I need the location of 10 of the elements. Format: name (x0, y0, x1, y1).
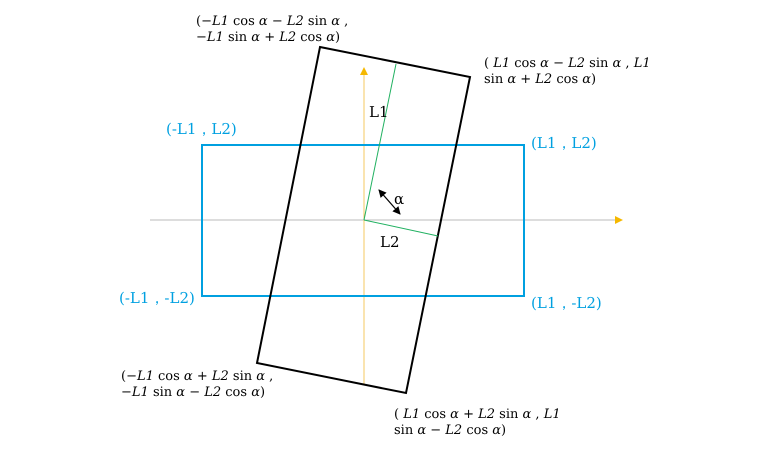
segment-label: L2 (380, 234, 400, 251)
coordinate-formula: ( L1 cos α + L2 sin α , L1 sin α − L2 cos α) (394, 407, 562, 439)
corner-coordinate: (-L1，L2) (166, 121, 237, 138)
corner-coordinate: (L1，L2) (531, 135, 597, 152)
coordinate-formula: ( L1 cos α − L2 sin α , L1 sin α + L2 cos α) (484, 56, 652, 88)
coordinate-formula: (−L1 cos α − L2 sin α , −L1 sin α + L2 cos α) (196, 14, 350, 46)
coordinate-formula: (−L1 cos α + L2 sin α , −L1 sin α − L2 cos α) (121, 369, 274, 401)
corner-coordinate: (L1，-L2) (531, 295, 602, 312)
segment-label: α (394, 191, 404, 208)
corner-coordinate: (-L1，-L2) (119, 290, 195, 307)
